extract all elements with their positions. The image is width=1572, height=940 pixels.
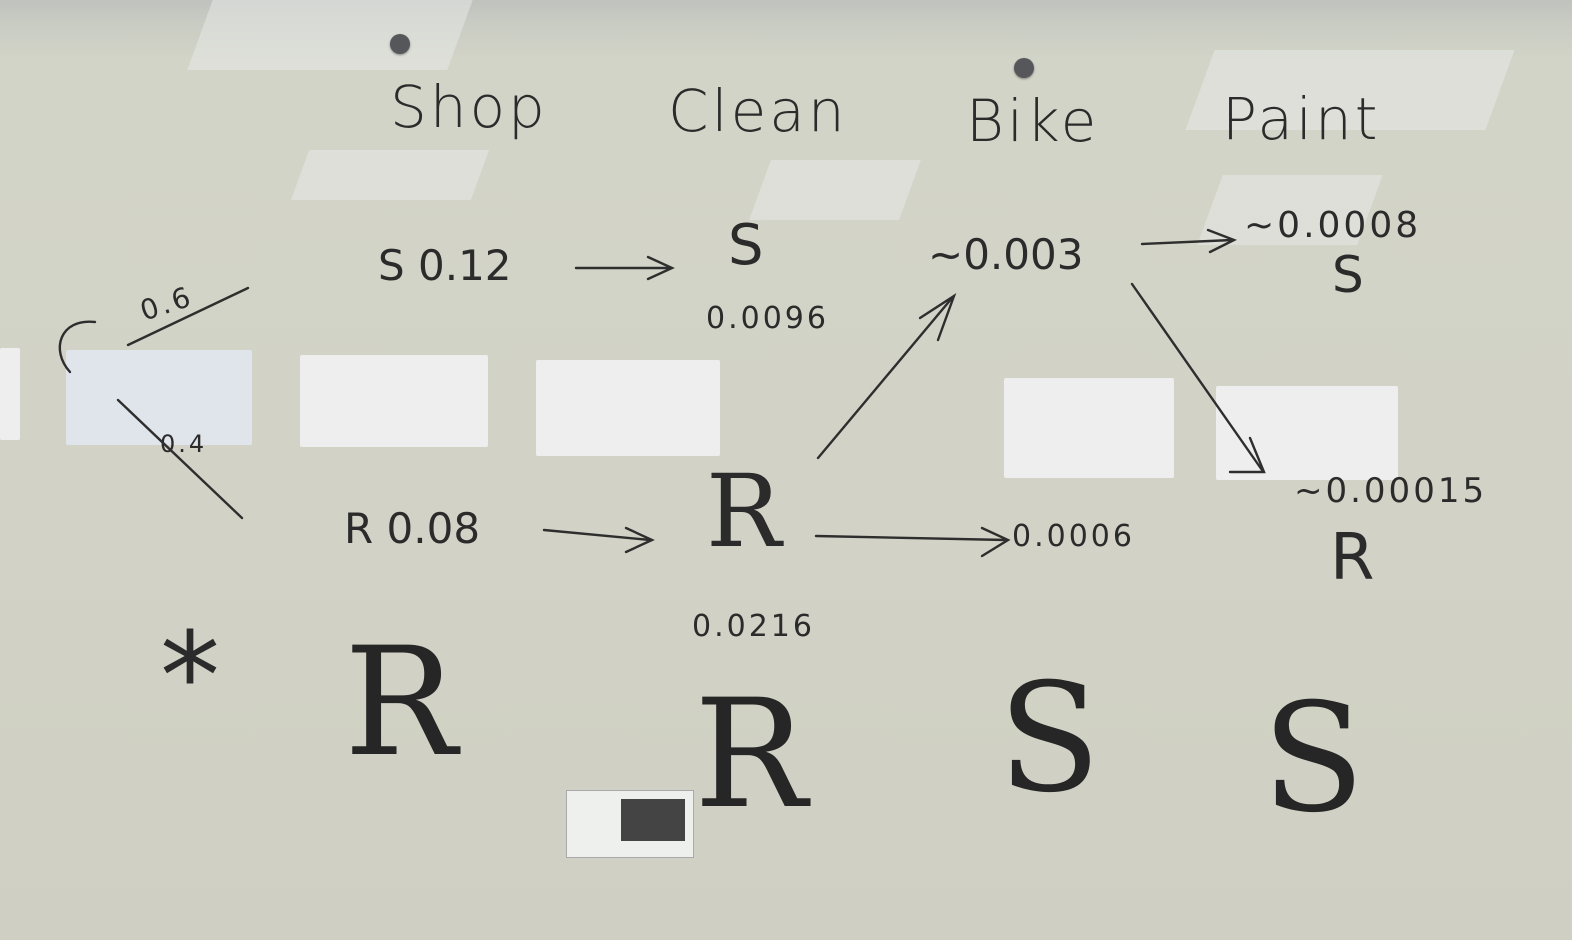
arrowhead [1228, 436, 1266, 474]
best-path-shop: R [344, 616, 457, 790]
window-reflection [1004, 378, 1174, 478]
arrow-clean-r-to-bike-s [816, 296, 954, 460]
shop-s-value: S 0.12 [378, 241, 512, 290]
start-branch-down [116, 398, 244, 520]
arrowhead [646, 255, 675, 281]
arrow-bike-s-to-paint-r [1130, 282, 1264, 472]
arrowhead [1206, 228, 1237, 254]
header-paint: Paint [1222, 85, 1381, 153]
screen-reflection-content [621, 799, 685, 841]
header-shop: Shop [390, 73, 548, 141]
clean-s-prob: 0.0096 [706, 301, 829, 336]
arrowhead [980, 526, 1011, 558]
start-circle [58, 320, 97, 374]
paint-r-state: R [1330, 521, 1375, 595]
paint-r-prob: ~0.00015 [1294, 471, 1488, 511]
arrowhead [918, 293, 957, 342]
transition-label-bottom: 0.4 [160, 430, 208, 458]
arrowhead [624, 526, 655, 554]
screen-reflection [566, 790, 694, 858]
arrow-shop-r-to-clean-r [542, 528, 652, 542]
bike-s-value: ~0.003 [928, 230, 1084, 279]
magnet [390, 34, 410, 54]
window-reflection [0, 348, 20, 440]
window-reflection [536, 360, 720, 456]
arrow-clean-r-to-bike-r [814, 534, 1008, 542]
clean-s-state: S [728, 213, 764, 278]
shop-r-value: R 0.08 [344, 504, 481, 553]
best-path-marker: * [160, 608, 220, 747]
best-path-bike: S [998, 652, 1101, 826]
start-branch-up [126, 286, 250, 347]
best-path-paint: S [1262, 672, 1365, 846]
paint-s-prob: ~0.0008 [1244, 205, 1422, 246]
header-clean: Clean [668, 77, 848, 145]
bike-r-value: 0.0006 [1012, 519, 1135, 554]
paint-s-state: S [1332, 246, 1364, 304]
header-bike: Bike [966, 87, 1100, 155]
clean-r-state: R [706, 453, 782, 570]
window-reflection [66, 350, 252, 445]
best-path-clean: R [694, 668, 807, 842]
clean-r-prob: 0.0216 [692, 609, 815, 644]
magnet [1014, 58, 1034, 78]
window-reflection [300, 355, 488, 447]
window-reflection [1216, 386, 1398, 480]
arrow-bike-s-to-paint-s [1140, 238, 1234, 246]
